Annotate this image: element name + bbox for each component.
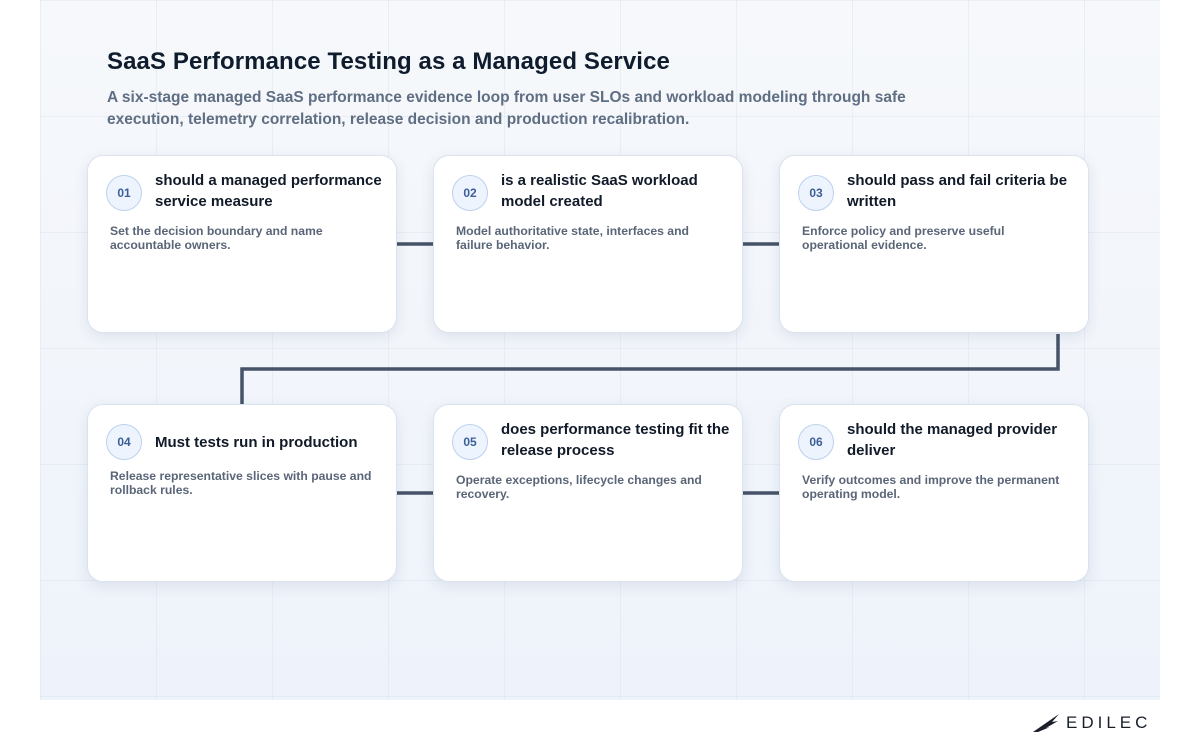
stage-number-badge: 04 [106, 424, 142, 460]
stage-title: Must tests run in production [155, 434, 358, 451]
stage-card-05: 05 does performance testing fit the rele… [433, 404, 743, 582]
stage-card-04: 04 Must tests run in production Release … [87, 404, 397, 582]
stage-title: is a realistic SaaS workload model creat… [501, 172, 698, 210]
stage-description: Enforce policy and preserve useful opera… [802, 224, 1005, 252]
stage-card-02: 02 is a realistic SaaS workload model cr… [433, 155, 743, 333]
stage-description: Set the decision boundary and name accou… [110, 224, 323, 252]
stage-card-01: 01 should a managed performance service … [87, 155, 397, 333]
stage-card-06: 06 should the managed provider deliver V… [779, 404, 1089, 582]
stage-number-badge: 05 [452, 424, 488, 460]
stage-title: should the managed provider deliver [847, 421, 1058, 459]
stage-description: Verify outcomes and improve the permanen… [802, 473, 1060, 501]
stage-number-badge: 03 [798, 175, 834, 211]
stage-number-badge: 06 [798, 424, 834, 460]
stage-number-badge: 02 [452, 175, 488, 211]
stage-number-badge: 01 [106, 175, 142, 211]
stage-description: Model authoritative state, interfaces an… [456, 224, 689, 252]
stage-description: Release representative slices with pause… [110, 469, 372, 497]
stage-card-03: 03 should pass and fail criteria be writ… [779, 155, 1089, 333]
page-title: SaaS Performance Testing as a Managed Se… [107, 48, 670, 75]
stage-description: Operate exceptions, lifecycle changes an… [456, 473, 702, 501]
edilec-wing-logo-icon [1033, 714, 1059, 732]
brand-logo: EDILEC [1032, 710, 1157, 736]
stage-title: should pass and fail criteria be written [847, 172, 1068, 210]
brand-logo-text: EDILEC [1066, 713, 1152, 732]
page-subtitle: A six-stage managed SaaS performance evi… [107, 89, 906, 128]
stage-title: does performance testing fit the release… [501, 421, 730, 459]
stage-title: should a managed performance service mea… [155, 172, 382, 210]
